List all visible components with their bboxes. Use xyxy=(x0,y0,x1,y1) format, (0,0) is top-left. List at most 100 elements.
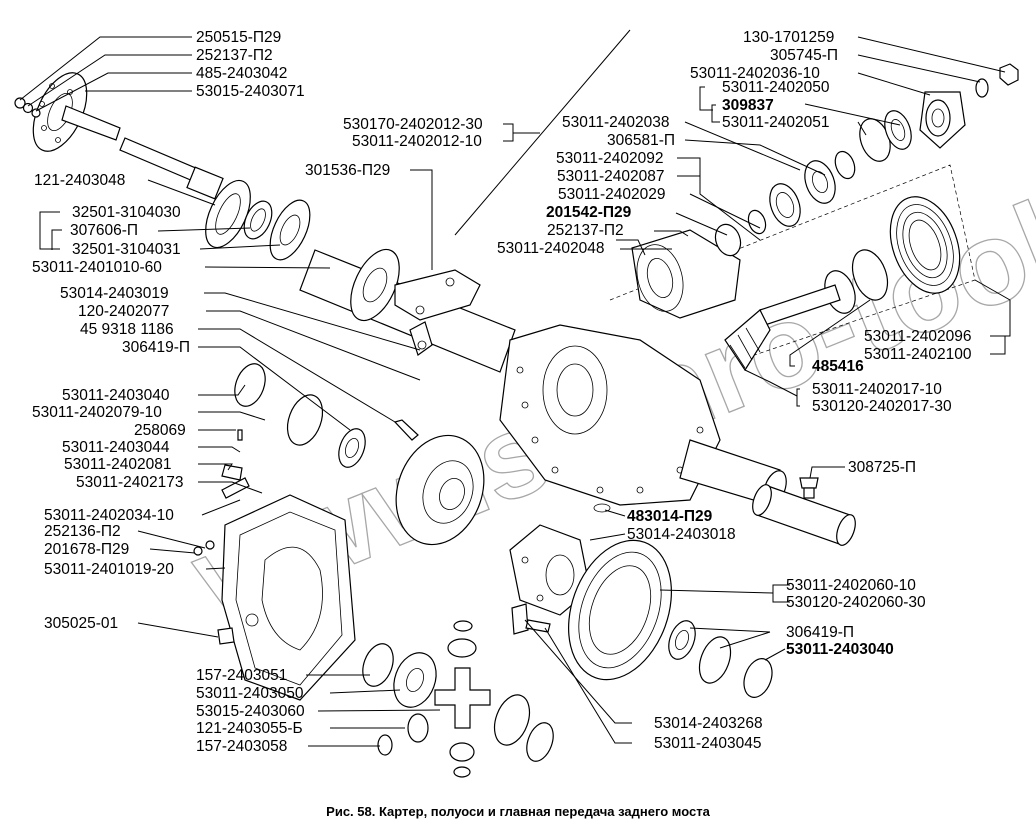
part-label: 252137-П2 xyxy=(547,222,624,239)
part-label: 53011-2401010-60 xyxy=(32,259,162,276)
part-label: 53011-2403045 xyxy=(654,735,761,752)
thrust-washer-bottom-part xyxy=(377,734,393,756)
adjust-nut-left-part xyxy=(234,363,266,407)
part-label: 53011-2403040 xyxy=(62,387,170,404)
boundary-line xyxy=(454,29,631,236)
part-label: 130-1701259 xyxy=(743,29,834,46)
bearing-cup-left-part xyxy=(286,394,324,446)
part-label: 53014-2403019 xyxy=(60,285,169,302)
part-label: 250515-П29 xyxy=(196,29,281,46)
part-label: 483014-П29 xyxy=(627,508,713,525)
part-label: 53011-2402048 xyxy=(497,240,604,257)
drive-flange-part xyxy=(919,91,966,149)
cotter-pin-part xyxy=(237,429,243,441)
part-label: 301536-П29 xyxy=(305,162,390,179)
part-label: 53011-2401019-20 xyxy=(44,561,174,578)
axle-housing-left-part xyxy=(299,248,516,373)
pinion-gear-top-part xyxy=(447,638,477,658)
part-label: 53011-2402038 xyxy=(562,114,669,131)
part-label: 53011-2402036-10 xyxy=(690,65,820,82)
shim-stack-part xyxy=(889,196,961,294)
part-label: 485-2403042 xyxy=(196,65,287,82)
part-label: 305025-01 xyxy=(44,615,118,632)
washer-part xyxy=(834,150,856,180)
part-label: 53015-2403060 xyxy=(196,703,305,720)
adjusting-ring-part xyxy=(851,249,889,301)
axle-shaft-part xyxy=(14,72,224,200)
part-label: 121-2403048 xyxy=(34,172,125,189)
side-gear-right-part xyxy=(493,694,531,746)
part-label: 201542-П29 xyxy=(546,204,632,221)
spider-cross-part xyxy=(434,667,491,729)
lock-plate-268-part xyxy=(511,603,529,635)
part-label: 53011-2402051 xyxy=(722,114,829,131)
part-label: 53011-2402050 xyxy=(722,79,830,96)
part-label: 305745-П xyxy=(770,47,838,64)
part-label: 252136-П2 xyxy=(44,523,121,540)
part-label: 306419-П xyxy=(122,339,190,356)
part-label: 157-2403058 xyxy=(196,738,287,755)
adjust-nut-right-part xyxy=(743,658,773,698)
lock-plate-part xyxy=(221,464,243,481)
figure-caption: Рис. 58. Картер, полуоси и главная перед… xyxy=(326,804,710,819)
part-label: 53011-2402079-10 xyxy=(32,404,162,421)
part-label: 53011-2403050 xyxy=(196,685,304,702)
part-label: 53011-2402087 xyxy=(557,168,664,185)
part-label: 309837 xyxy=(722,97,774,114)
part-label: 201678-П29 xyxy=(44,541,129,558)
part-label: 306419-П xyxy=(786,624,854,641)
part-label: 53014-2403018 xyxy=(627,526,736,543)
bolt-2402034-part xyxy=(221,477,250,499)
spring-washer-part xyxy=(747,209,767,235)
part-label: 306581-П xyxy=(607,132,675,149)
bearing-cup-part xyxy=(769,183,801,227)
side-gear-left-part xyxy=(393,652,437,708)
diff-case-left-part xyxy=(395,434,485,546)
part-label: 157-2403051 xyxy=(196,667,287,684)
part-label: 53011-2402092 xyxy=(556,150,663,167)
part-label: 53011-2402029 xyxy=(558,186,665,203)
thrust-washer-top-part xyxy=(453,620,473,632)
part-label: 32501-3104030 xyxy=(72,204,181,221)
bearing-right-part xyxy=(668,620,696,660)
pinion-gear-left-part xyxy=(407,713,429,743)
part-label: 258069 xyxy=(134,422,186,439)
washer-305745-part xyxy=(975,78,989,98)
part-label: 120-2402077 xyxy=(78,303,169,320)
pinion-gear-bottom-part xyxy=(449,742,475,762)
part-label: 53011-2402081 xyxy=(64,456,171,473)
part-label: 530120-2402060-30 xyxy=(786,594,926,611)
part-label: 53011-2403044 xyxy=(62,439,170,456)
part-label: 307606-П xyxy=(70,222,138,239)
hub-flange-part xyxy=(269,199,311,261)
part-label: 530120-2402017-30 xyxy=(812,398,952,415)
part-label: 308725-П xyxy=(848,459,916,476)
bolt-part xyxy=(393,419,419,441)
bearing-left-part xyxy=(338,428,366,468)
part-label: 53011-2402173 xyxy=(76,474,183,491)
plug-305025-part xyxy=(217,627,235,645)
part-label: 53011-2402096 xyxy=(864,328,971,345)
part-label: 45 9318 1186 xyxy=(80,321,174,338)
axle-tube-right-part xyxy=(752,477,856,546)
rear-cover-part xyxy=(221,494,356,701)
oil-seal-pinion-part xyxy=(884,110,912,150)
part-label: 530170-2402012-30 xyxy=(343,116,483,133)
drive-pinion-part xyxy=(724,284,841,372)
part-label: 121-2403055-Б xyxy=(196,720,303,737)
part-label: 53011-2402034-10 xyxy=(44,507,174,524)
part-label: 53015-2403071 xyxy=(196,83,305,100)
parts-drawing xyxy=(14,29,1019,778)
side-gear-washer-right-part xyxy=(526,722,554,762)
part-label: 53011-2402012-10 xyxy=(352,133,482,150)
pinion-housing-part xyxy=(631,229,741,319)
part-label: 53011-2402060-10 xyxy=(786,577,916,594)
taper-bearing-part xyxy=(804,160,836,204)
part-label: 32501-3104031 xyxy=(72,241,181,258)
nut-201678-part xyxy=(193,546,203,556)
leader-lines xyxy=(19,36,1011,747)
part-labels: 250515-П29 252137-П2 485-2403042 53015-2… xyxy=(32,29,972,755)
part-label: 53011-2402100 xyxy=(864,346,972,363)
washer-252136-part xyxy=(205,540,215,550)
